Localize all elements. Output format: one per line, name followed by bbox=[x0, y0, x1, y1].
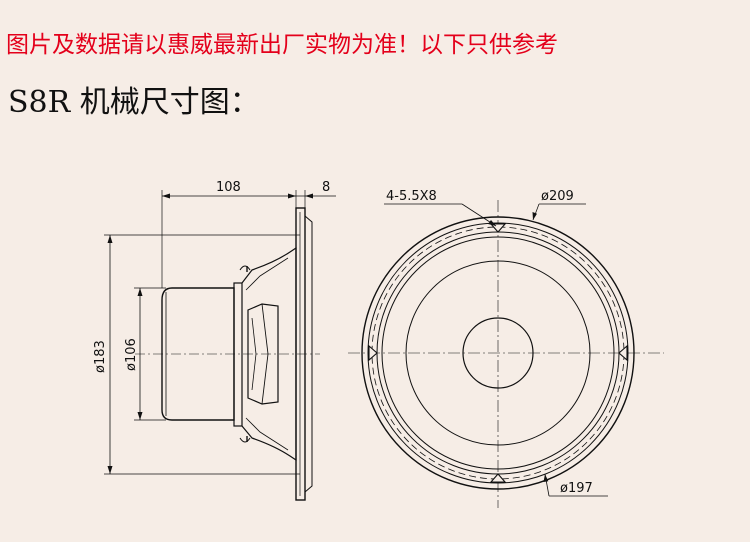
dimension-flange-label: 8 bbox=[322, 180, 330, 195]
mounting-slot-bottom bbox=[489, 473, 507, 483]
dimension-outer-diameter-label: ø183 bbox=[93, 340, 108, 373]
side-view bbox=[104, 190, 336, 501]
front-view bbox=[348, 200, 664, 508]
mounting-slot-right bbox=[618, 344, 628, 362]
dimension-cutout-diameter-label: ø197 bbox=[560, 481, 593, 496]
mounting-holes-label: 4-5.5X8 bbox=[386, 189, 437, 204]
mounting-slot-top bbox=[489, 223, 507, 233]
drawing-title: S8R 机械尺寸图： bbox=[8, 85, 260, 120]
dimension-magnet-diameter-label: ø106 bbox=[124, 338, 139, 371]
dimension-frame-diameter-label: ø209 bbox=[541, 189, 574, 204]
disclaimer-notice: 图片及数据请以惠威最新出厂实物为准！以下只供参考 bbox=[6, 32, 558, 58]
mounting-slot-left bbox=[368, 344, 378, 362]
dust-cap bbox=[462, 317, 534, 389]
dimension-depth-label: 108 bbox=[216, 180, 241, 195]
frame-outer-circle bbox=[361, 216, 635, 490]
magnet-body bbox=[161, 287, 235, 421]
